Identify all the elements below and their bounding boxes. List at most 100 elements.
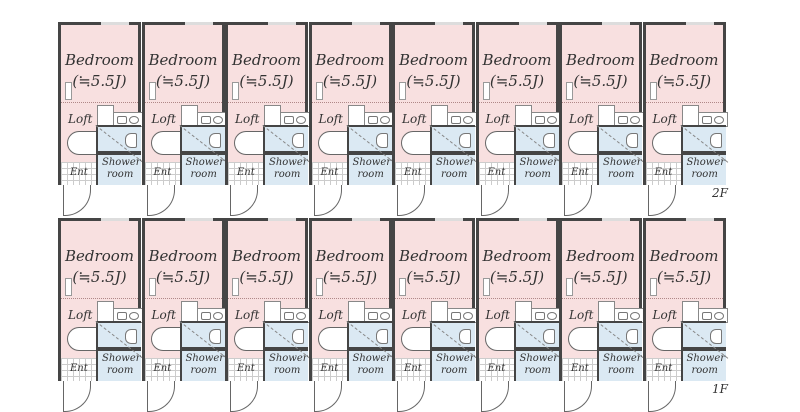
toilet-icon [459, 329, 471, 344]
toilet-icon [125, 133, 137, 148]
closet [431, 301, 448, 323]
window [101, 218, 129, 221]
sink-icon [701, 116, 712, 124]
door-swing [150, 327, 180, 351]
toilet-icon [626, 329, 638, 344]
loft-boundary [478, 102, 556, 103]
unit: Bedroom (≒5.5J) Loft Shower room [642, 22, 728, 216]
ladder-icon [482, 278, 490, 296]
toilet-icon [375, 329, 388, 344]
toilet-room [96, 125, 141, 153]
ladder-icon [148, 278, 156, 296]
ladder-icon [232, 82, 239, 100]
kitchen-counter [280, 112, 310, 127]
stove-icon [296, 116, 306, 124]
shower-room: Shower room [179, 153, 225, 185]
loft-boundary [395, 298, 472, 299]
room-label: room [107, 365, 134, 376]
shower-room: Shower room [263, 349, 308, 381]
entrance-door-swing [146, 381, 175, 412]
entrance-door-swing [63, 185, 91, 216]
sink-icon [284, 312, 294, 320]
loft-boundary [478, 298, 556, 299]
unit: Bedroom (≒5.5J) Loft Shower room [308, 218, 394, 412]
shower-room: Shower room [96, 153, 141, 185]
room-label: room [441, 169, 468, 180]
window [518, 22, 547, 25]
toilet-room [263, 125, 308, 153]
window [268, 22, 296, 25]
floor-1f-plan: Bedroom (≒5.5J) Loft Shower room [58, 218, 728, 412]
toilet-room [430, 125, 475, 153]
ladder-icon [315, 82, 323, 100]
bedroom-label: Bedroom [399, 247, 468, 265]
bedroom-size: (≒5.5J) [406, 72, 461, 90]
stove-icon [713, 312, 724, 320]
ladder-icon [649, 82, 657, 100]
sink-icon [618, 116, 628, 124]
shower-label: Shower [269, 353, 308, 364]
room-label: room [274, 169, 301, 180]
unit: Bedroom (≒5.5J) Loft Shower room [58, 22, 144, 216]
room-label: room [357, 365, 384, 376]
room-label: room [608, 365, 635, 376]
bedroom-label: Bedroom [566, 247, 635, 265]
toilet-room [263, 321, 308, 349]
loft-label: Loft [485, 308, 510, 322]
ladder-icon [566, 82, 573, 100]
stove-icon [546, 312, 557, 320]
loft-boundary [61, 298, 138, 299]
shower-room: Shower room [597, 349, 642, 381]
closet [180, 105, 198, 127]
shower-room: Shower room [680, 153, 726, 185]
ladder-icon [399, 82, 406, 100]
kitchen-counter [113, 308, 143, 323]
shower-label: Shower [603, 157, 642, 168]
entrance: Ent [645, 162, 681, 185]
loft-label: Loft [569, 112, 594, 126]
room-label: room [357, 169, 384, 180]
unit: Bedroom (≒5.5J) Loft Shower room [141, 22, 227, 216]
room-label: room [524, 169, 551, 180]
toilet-icon [125, 329, 137, 344]
window [435, 218, 463, 221]
entrance: Ent [228, 358, 263, 381]
window [351, 218, 380, 221]
unit: Bedroom (≒5.5J) Loft Shower room [225, 218, 311, 412]
unit: Bedroom (≒5.5J) Loft Shower room [475, 22, 561, 216]
shower-room: Shower room [597, 153, 642, 185]
loft-label: Loft [235, 112, 260, 126]
bedroom-size: (≒5.5J) [489, 72, 545, 90]
stove-icon [463, 116, 473, 124]
loft-label: Loft [151, 308, 176, 322]
kitchen-counter [196, 308, 227, 323]
door-swing [401, 131, 430, 155]
sink-icon [451, 312, 461, 320]
bedroom-size: (≒5.5J) [239, 268, 294, 286]
stove-icon [630, 312, 640, 320]
unit: Bedroom (≒5.5J) Loft Shower room [141, 218, 227, 412]
loft-boundary [311, 102, 389, 103]
entrance: Ent [645, 358, 681, 381]
stove-icon [630, 116, 640, 124]
loft-label: Loft [402, 308, 427, 322]
loft-boundary [228, 298, 305, 299]
toilet-room [346, 321, 392, 349]
entrance-label: Ent [654, 167, 673, 178]
shower-label: Shower [603, 353, 642, 364]
bedroom-size: (≒5.5J) [72, 268, 127, 286]
shower-room: Shower room [179, 349, 225, 381]
shower-label: Shower [436, 157, 475, 168]
bedroom-label: Bedroom [315, 51, 385, 69]
sink-icon [534, 116, 545, 124]
closet [97, 105, 114, 127]
entrance: Ent [61, 358, 96, 381]
window [685, 22, 714, 25]
door-swing [234, 327, 263, 351]
shower-label: Shower [269, 157, 308, 168]
entrance-door-swing [564, 185, 592, 216]
loft-label: Loft [68, 308, 93, 322]
floor-label-2f: 2F [712, 186, 728, 200]
loft-boundary [144, 298, 222, 299]
floor-label-1f: 1F [712, 382, 728, 396]
